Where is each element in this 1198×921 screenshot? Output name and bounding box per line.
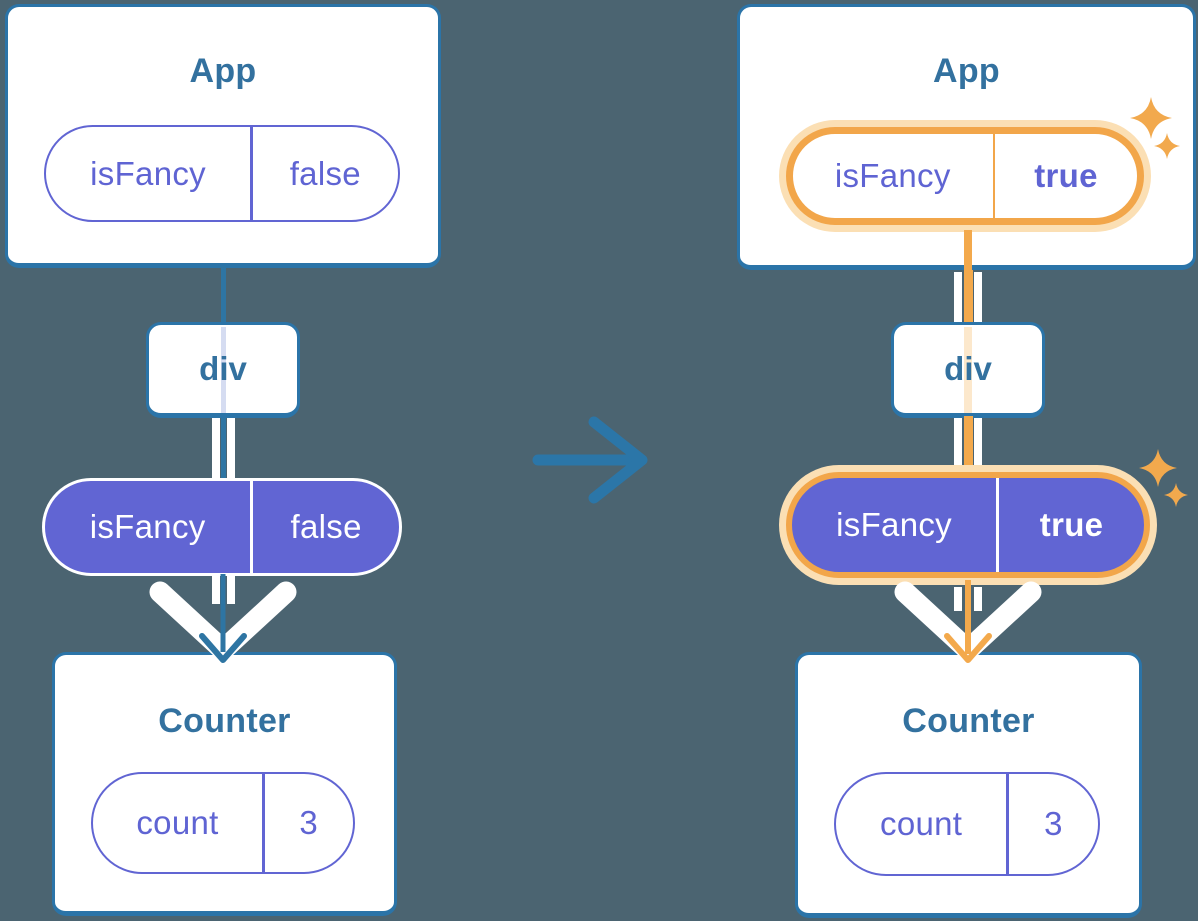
prop-pipe-wall <box>211 418 220 480</box>
prop-pipe-wall <box>954 418 962 476</box>
state-value: 3 <box>1044 805 1063 842</box>
prop-name: isFancy <box>89 508 206 545</box>
prop-value: true <box>1039 506 1104 543</box>
counter-title: Counter <box>902 702 1035 740</box>
prop-pipe-wall <box>954 272 962 322</box>
div-label: div <box>199 350 247 387</box>
prop-value: false <box>289 154 361 192</box>
prop-passthrough-line <box>220 327 226 413</box>
prop-pill-app-before: isFancy false <box>44 125 400 222</box>
app-title: App <box>933 52 1000 90</box>
state-name: count <box>880 805 963 842</box>
sparkle-icon <box>1164 483 1188 507</box>
arrow-head <box>199 633 247 663</box>
state-value: 3 <box>299 804 319 841</box>
flow-arrow-before <box>149 574 297 663</box>
prop-value: true <box>1034 157 1098 194</box>
prop-pipe-core <box>963 416 973 478</box>
app-title: App <box>189 52 257 90</box>
prop-pill-passed-after: isFancy true <box>786 472 1150 578</box>
pill-divider <box>262 774 265 872</box>
prop-pill-app-after: isFancy true <box>786 127 1144 225</box>
prop-pipe-wall <box>974 587 982 611</box>
prop-pipe-core <box>220 418 226 480</box>
prop-name: isFancy <box>90 154 206 192</box>
arrow-head <box>944 633 992 663</box>
pill-divider <box>1006 774 1009 874</box>
prop-pipe-wall <box>211 576 220 604</box>
pill-divider <box>996 478 1000 572</box>
prop-passthrough-line <box>964 327 972 413</box>
edge-app-to-div <box>220 266 226 324</box>
prop-pipe-wall <box>954 587 962 611</box>
pill-divider <box>992 134 996 218</box>
pill-divider <box>250 127 253 220</box>
prop-name: isFancy <box>834 157 951 194</box>
prop-pipe-wall <box>226 418 235 480</box>
div-label: div <box>944 350 992 387</box>
prop-pipe-wall <box>226 576 235 604</box>
state-pill-counter-after: count 3 <box>834 772 1100 876</box>
sparkle-icon <box>1130 97 1172 139</box>
prop-name: isFancy <box>836 506 952 543</box>
sparkle-icon <box>1154 133 1180 159</box>
prop-pipe-wall <box>974 418 982 476</box>
state-name: count <box>136 804 219 841</box>
pill-divider <box>250 481 254 573</box>
counter-title: Counter <box>158 702 291 740</box>
state-pill-counter-before: count 3 <box>91 772 355 874</box>
sparkle-icon <box>1139 449 1177 487</box>
prop-flow-line <box>964 230 972 272</box>
prop-value: false <box>290 508 362 545</box>
prop-pipe-core <box>963 270 973 324</box>
prop-pipe-wall <box>974 272 982 322</box>
prop-pill-passed-before: isFancy false <box>42 478 402 576</box>
transition-right-arrow-icon <box>532 416 648 504</box>
flow-arrow-after <box>894 580 1042 663</box>
